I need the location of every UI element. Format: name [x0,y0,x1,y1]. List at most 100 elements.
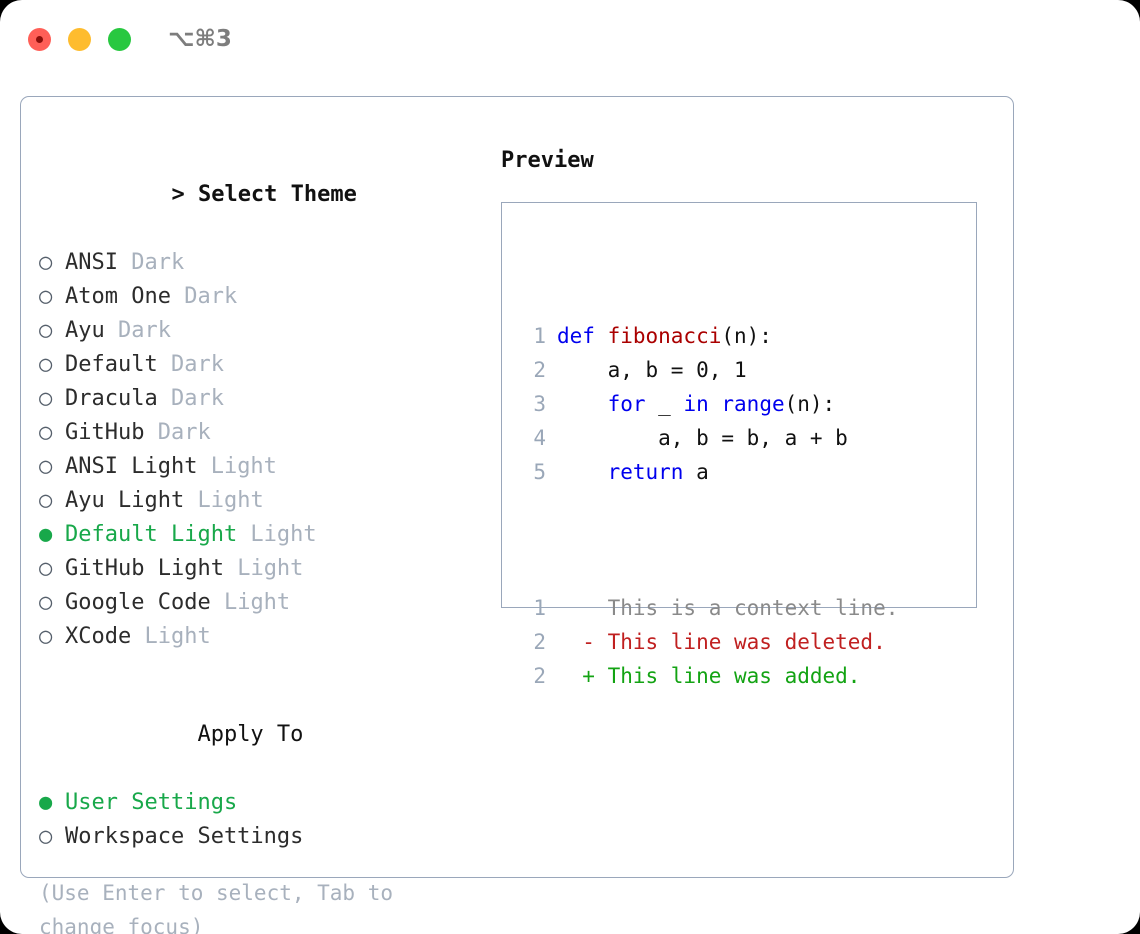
theme-option-tag: Light [197,454,277,479]
window-controls [28,27,131,51]
diff-lines: 1 This is a context line.2 - This line w… [520,591,898,693]
code-token-plain: (n): [721,324,772,348]
diff-line-number: 2 [533,664,546,688]
apply-to-option-user-settings[interactable]: ● User Settings [39,786,479,820]
apply-to-heading: Apply To [39,684,479,786]
theme-option-github-light[interactable]: ○ GitHub Light Light [39,552,479,586]
code-token-kw: range [721,392,785,416]
radio-unselected-icon: ○ [39,454,53,479]
maximize-button[interactable] [108,27,131,51]
select-theme-heading: > Select Theme [39,144,479,246]
radio-unselected-icon: ○ [39,284,53,309]
theme-option-label: ANSI [65,250,118,275]
keyboard-hint: (Use Enter to select, Tab to change focu… [39,881,394,934]
code-token-plain: a, b = 0, 1 [557,358,747,382]
code-token-plain: _ [658,392,684,416]
diff-line-ctx: 1 This is a context line. [520,591,898,625]
minimize-button[interactable] [68,27,91,51]
theme-option-default[interactable]: ○ Default Dark [39,348,479,382]
theme-option-atom-one[interactable]: ○Atom One Dark [39,280,479,314]
theme-option-tag: Dark [104,318,171,343]
radio-unselected-icon: ○ [39,386,53,411]
theme-option-ansi-light[interactable]: ○ ANSI Light Light [39,450,479,484]
theme-list: ○ANSI Dark○Atom One Dark○Ayu Dark○Defaul… [39,246,479,654]
section-gap [39,654,479,684]
title-bar: ⌥⌘3 [0,0,1140,78]
theme-option-tag: Light [131,624,211,649]
code-token-plain [557,392,608,416]
diff-line-number: 2 [533,630,546,654]
theme-option-ansi[interactable]: ○ ANSI Dark [39,246,479,280]
theme-option-tag: Light [223,556,304,581]
close-button[interactable] [28,27,51,51]
radio-unselected-icon: ○ [39,556,53,581]
theme-option-label: Ayu Light [65,488,185,513]
code-line-number: 3 [533,392,546,416]
code-line-number: 4 [533,426,546,450]
theme-option-default-light[interactable]: ● Default Light Light [39,518,479,552]
code-line: 5 return a [520,455,898,489]
theme-option-google-code[interactable]: ○Google Code Light [39,586,479,620]
radio-unselected-icon: ○ [39,488,53,513]
apply-to-list: ● User Settings ○Workspace Settings [39,786,479,854]
diff-line-text: This is a context line. [557,596,899,620]
theme-option-dracula[interactable]: ○Dracula Dark [39,382,479,416]
theme-option-tag: Light [184,488,264,513]
theme-option-tag: Light [237,522,317,547]
radio-unselected-icon: ○ [39,420,53,445]
theme-option-xcode[interactable]: ○ XCode Light [39,620,479,654]
code-token-plain: a, b = b, a + b [557,426,848,450]
radio-unselected-icon: ○ [39,352,53,377]
theme-option-ayu-light[interactable]: ○ Ayu Light Light [39,484,479,518]
theme-option-label: ANSI Light [65,454,198,479]
apply-to-title: Apply To [197,722,304,747]
apply-to-marker-space [171,718,197,752]
preview-title: Preview [501,148,594,173]
radio-selected-icon: ● [39,790,53,815]
code-line: 4 a, b = b, a + b [520,421,898,455]
apply-to-option-label: Workspace Settings [65,824,304,849]
theme-option-label: Ayu [65,318,105,343]
theme-option-github[interactable]: ○GitHub Dark [39,416,479,450]
hint-gap [39,854,479,876]
focus-caret: > [171,182,198,207]
code-line: 3 for _ in range(n): [520,387,898,421]
theme-option-tag: Dark [170,284,238,309]
radio-unselected-icon: ○ [39,590,53,615]
code-token-plain [557,460,608,484]
theme-option-label: GitHub Light [65,556,224,581]
theme-option-label: Default [65,352,158,377]
theme-option-tag: Dark [117,250,185,275]
code-line: 2 a, b = 0, 1 [520,353,898,387]
diff-line-add: 2 + This line was added. [520,659,898,693]
theme-option-tag: Dark [144,420,211,445]
code-token-kw: def [557,324,608,348]
radio-unselected-icon: ○ [39,624,53,649]
diff-line-del: 2 - This line was deleted. [520,625,898,659]
code-token-fn: fibonacci [607,324,722,348]
apply-to-option-label: User Settings [65,790,238,815]
theme-option-tag: Dark [157,352,224,377]
theme-option-ayu[interactable]: ○ Ayu Dark [39,314,479,348]
content-panel: > Select Theme ○ANSI Dark○Atom One Dark○… [20,96,1014,934]
theme-option-label: XCode [65,624,132,649]
select-theme-title: Select Theme [197,182,357,207]
code-token-kw: for [607,392,659,416]
theme-option-label: Google Code [65,590,211,615]
radio-unselected-icon: ○ [39,250,53,275]
code-line-number: 5 [533,460,546,484]
radio-unselected-icon: ○ [39,318,53,343]
theme-option-label: Default Light [65,522,238,547]
diff-line-text: + This line was added. [557,664,861,688]
code-token-kw: in [683,392,722,416]
theme-option-tag: Dark [157,386,224,411]
diff-line-number: 1 [533,596,546,620]
radio-selected-icon: ● [39,522,53,547]
code-token-kw: return [607,460,697,484]
apply-to-option-workspace-settings[interactable]: ○Workspace Settings [39,820,479,854]
